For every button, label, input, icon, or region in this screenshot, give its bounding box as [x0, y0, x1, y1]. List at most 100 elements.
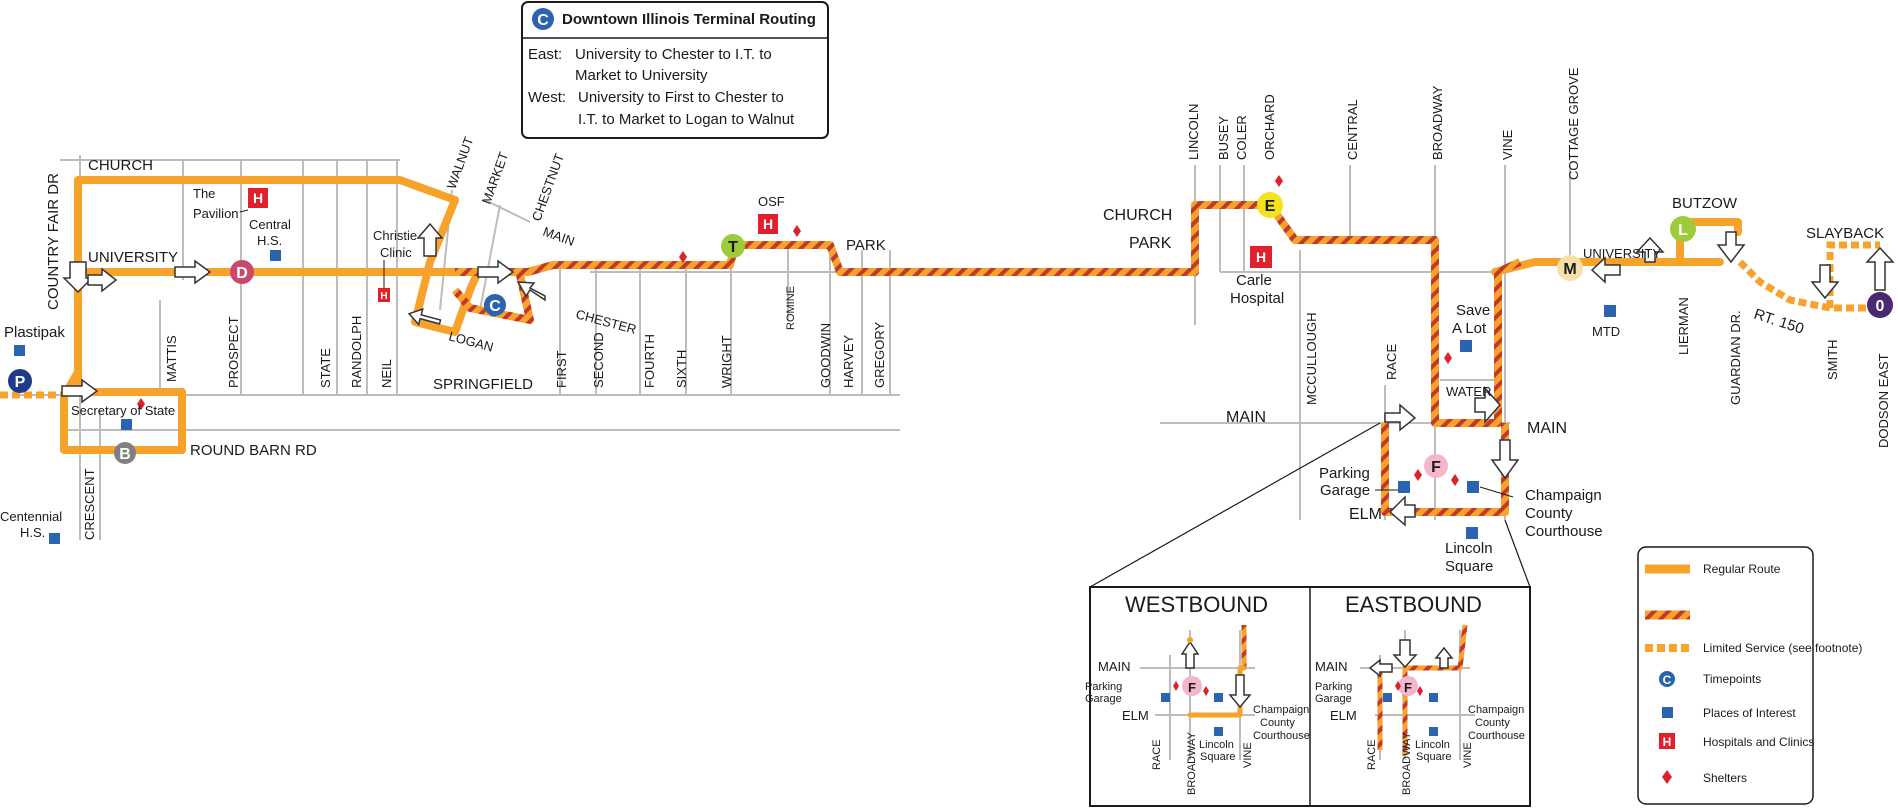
- shelter-icon: [1444, 352, 1452, 364]
- svg-text:Christie: Christie: [373, 228, 417, 243]
- inset-panel: WESTBOUND F MAIN Parking Garage ELM Cham…: [1085, 586, 1531, 807]
- poi-icon: [14, 345, 25, 356]
- inset-title: EASTBOUND: [1345, 592, 1482, 617]
- shelter-icon: [793, 225, 801, 237]
- street-label: GREGORY: [872, 321, 887, 388]
- street-label: ORCHARD: [1262, 94, 1277, 160]
- street-label: WRIGHT: [719, 335, 734, 388]
- svg-text:Shelters: Shelters: [1703, 771, 1747, 785]
- street-label: ROMINE: [785, 286, 797, 330]
- svg-text:Square: Square: [1445, 558, 1493, 575]
- routing-info-box: C Downtown Illinois Terminal Routing Eas…: [521, 1, 829, 139]
- svg-text:Lincoln: Lincoln: [1415, 739, 1450, 751]
- svg-text:Parking: Parking: [1315, 681, 1352, 693]
- svg-text:Centennial: Centennial: [0, 509, 62, 524]
- svg-text:County: County: [1475, 717, 1510, 729]
- arrow-right-icon: [61, 378, 99, 404]
- street-label: MAIN: [1226, 409, 1266, 426]
- arrow-right-icon: [87, 267, 118, 293]
- svg-text:OSF: OSF: [758, 194, 785, 209]
- street-label: FOURTH: [642, 334, 657, 388]
- street-labels: CHURCH COUNTRY FAIR DR UNIVERSITY MATTIS…: [45, 67, 1891, 540]
- svg-text:ELM: ELM: [1122, 708, 1149, 723]
- svg-text:B: B: [119, 446, 131, 463]
- svg-text:ELM: ELM: [1330, 708, 1357, 723]
- svg-text:East:: East:: [528, 46, 562, 63]
- svg-text:RACE: RACE: [1151, 739, 1163, 770]
- svg-text:Courthouse: Courthouse: [1525, 523, 1603, 540]
- svg-text:F: F: [1188, 680, 1196, 695]
- svg-text:H: H: [763, 216, 773, 232]
- svg-text:West:: West:: [528, 89, 566, 106]
- shelter-icon: [1275, 175, 1283, 187]
- arrow-left-icon: [516, 281, 546, 302]
- poi-icon: [121, 419, 132, 430]
- street-label: GOODWIN: [818, 323, 833, 388]
- street-label: UNIVERSITY: [1583, 246, 1661, 261]
- legend-regular: Regular Route: [1645, 562, 1781, 576]
- shelter-icon: [1451, 474, 1459, 486]
- street-label: SPRINGFIELD: [433, 376, 533, 393]
- svg-text:Champaign: Champaign: [1468, 704, 1524, 716]
- street-label: BROADWAY: [1430, 85, 1445, 160]
- poi-icon: [1662, 707, 1673, 718]
- svg-text:M: M: [1563, 261, 1576, 278]
- street-label: CRESCENT: [82, 468, 97, 540]
- svg-text:University to First to Chester: University to First to Chester to: [578, 89, 784, 106]
- svg-text:MTD: MTD: [1592, 324, 1620, 339]
- svg-text:T: T: [728, 239, 738, 256]
- timepoint-c: C: [484, 294, 506, 316]
- arrow-right-icon: [1474, 386, 1502, 424]
- timepoint-o: 0: [1867, 292, 1893, 318]
- svg-text:H.S.: H.S.: [20, 525, 45, 540]
- svg-text:Garage: Garage: [1315, 693, 1352, 705]
- poi-icon: [270, 250, 281, 261]
- svg-text:C: C: [1663, 673, 1672, 687]
- timepoint-l: L: [1670, 216, 1696, 242]
- shelter-icon: [1414, 469, 1422, 481]
- street-label: CHESTNUT: [529, 151, 567, 223]
- hospital-icon: H: [758, 214, 778, 234]
- svg-text:Lincoln: Lincoln: [1199, 739, 1234, 751]
- poi-icon: [1466, 527, 1478, 539]
- street-label: RT. 150: [1752, 306, 1806, 338]
- street-label: BUSEY: [1216, 116, 1231, 160]
- timepoint-d: D: [230, 260, 254, 284]
- street-label: RACE: [1384, 344, 1399, 380]
- street-label: MCCULLOUGH: [1304, 313, 1319, 405]
- svg-text:Square: Square: [1416, 751, 1451, 763]
- street-label: GUARDIAN DR.: [1728, 310, 1743, 405]
- svg-text:Square: Square: [1200, 751, 1235, 763]
- svg-text:Clinic: Clinic: [380, 245, 412, 260]
- arrow-right-icon: [1384, 403, 1417, 432]
- svg-text:VINE: VINE: [1242, 742, 1254, 768]
- street-label: COLER: [1234, 115, 1249, 160]
- street-label: WALNUT: [444, 135, 477, 191]
- hospital-icon: H: [1250, 246, 1272, 268]
- svg-text:Save: Save: [1456, 302, 1490, 319]
- svg-text:Places of Interest: Places of Interest: [1703, 706, 1796, 720]
- arrow-left-icon: [1388, 495, 1416, 527]
- svg-text:H: H: [1663, 735, 1672, 749]
- svg-text:H: H: [380, 291, 387, 302]
- arrow-up-icon: [1865, 246, 1895, 291]
- street-label: DODSON EAST: [1876, 353, 1891, 448]
- arrow-up-icon: [416, 222, 444, 257]
- street-label: FIRST: [554, 350, 569, 388]
- svg-text:Garage: Garage: [1320, 482, 1370, 499]
- hospitals: H H H H: [248, 188, 1272, 302]
- poi-icon: [1460, 340, 1472, 352]
- svg-text:C: C: [537, 12, 549, 29]
- street-label: STATE: [318, 348, 333, 388]
- street-label: SIXTH: [674, 350, 689, 388]
- timepoints: P B D C T E F M: [8, 192, 1893, 478]
- legend-shelters: Shelters: [1662, 770, 1747, 785]
- legend: Regular Route Limited Service (see footn…: [1637, 546, 1862, 805]
- legend-limited: Limited Service (see footnote): [1645, 641, 1862, 655]
- places-of-interest: [14, 250, 1616, 544]
- street-label: SMITH: [1825, 340, 1840, 380]
- svg-text:University to Chester to I.T.: University to Chester to I.T. to: [575, 46, 772, 63]
- hospital-icon: H: [248, 188, 268, 208]
- legend-places: Places of Interest: [1662, 706, 1796, 720]
